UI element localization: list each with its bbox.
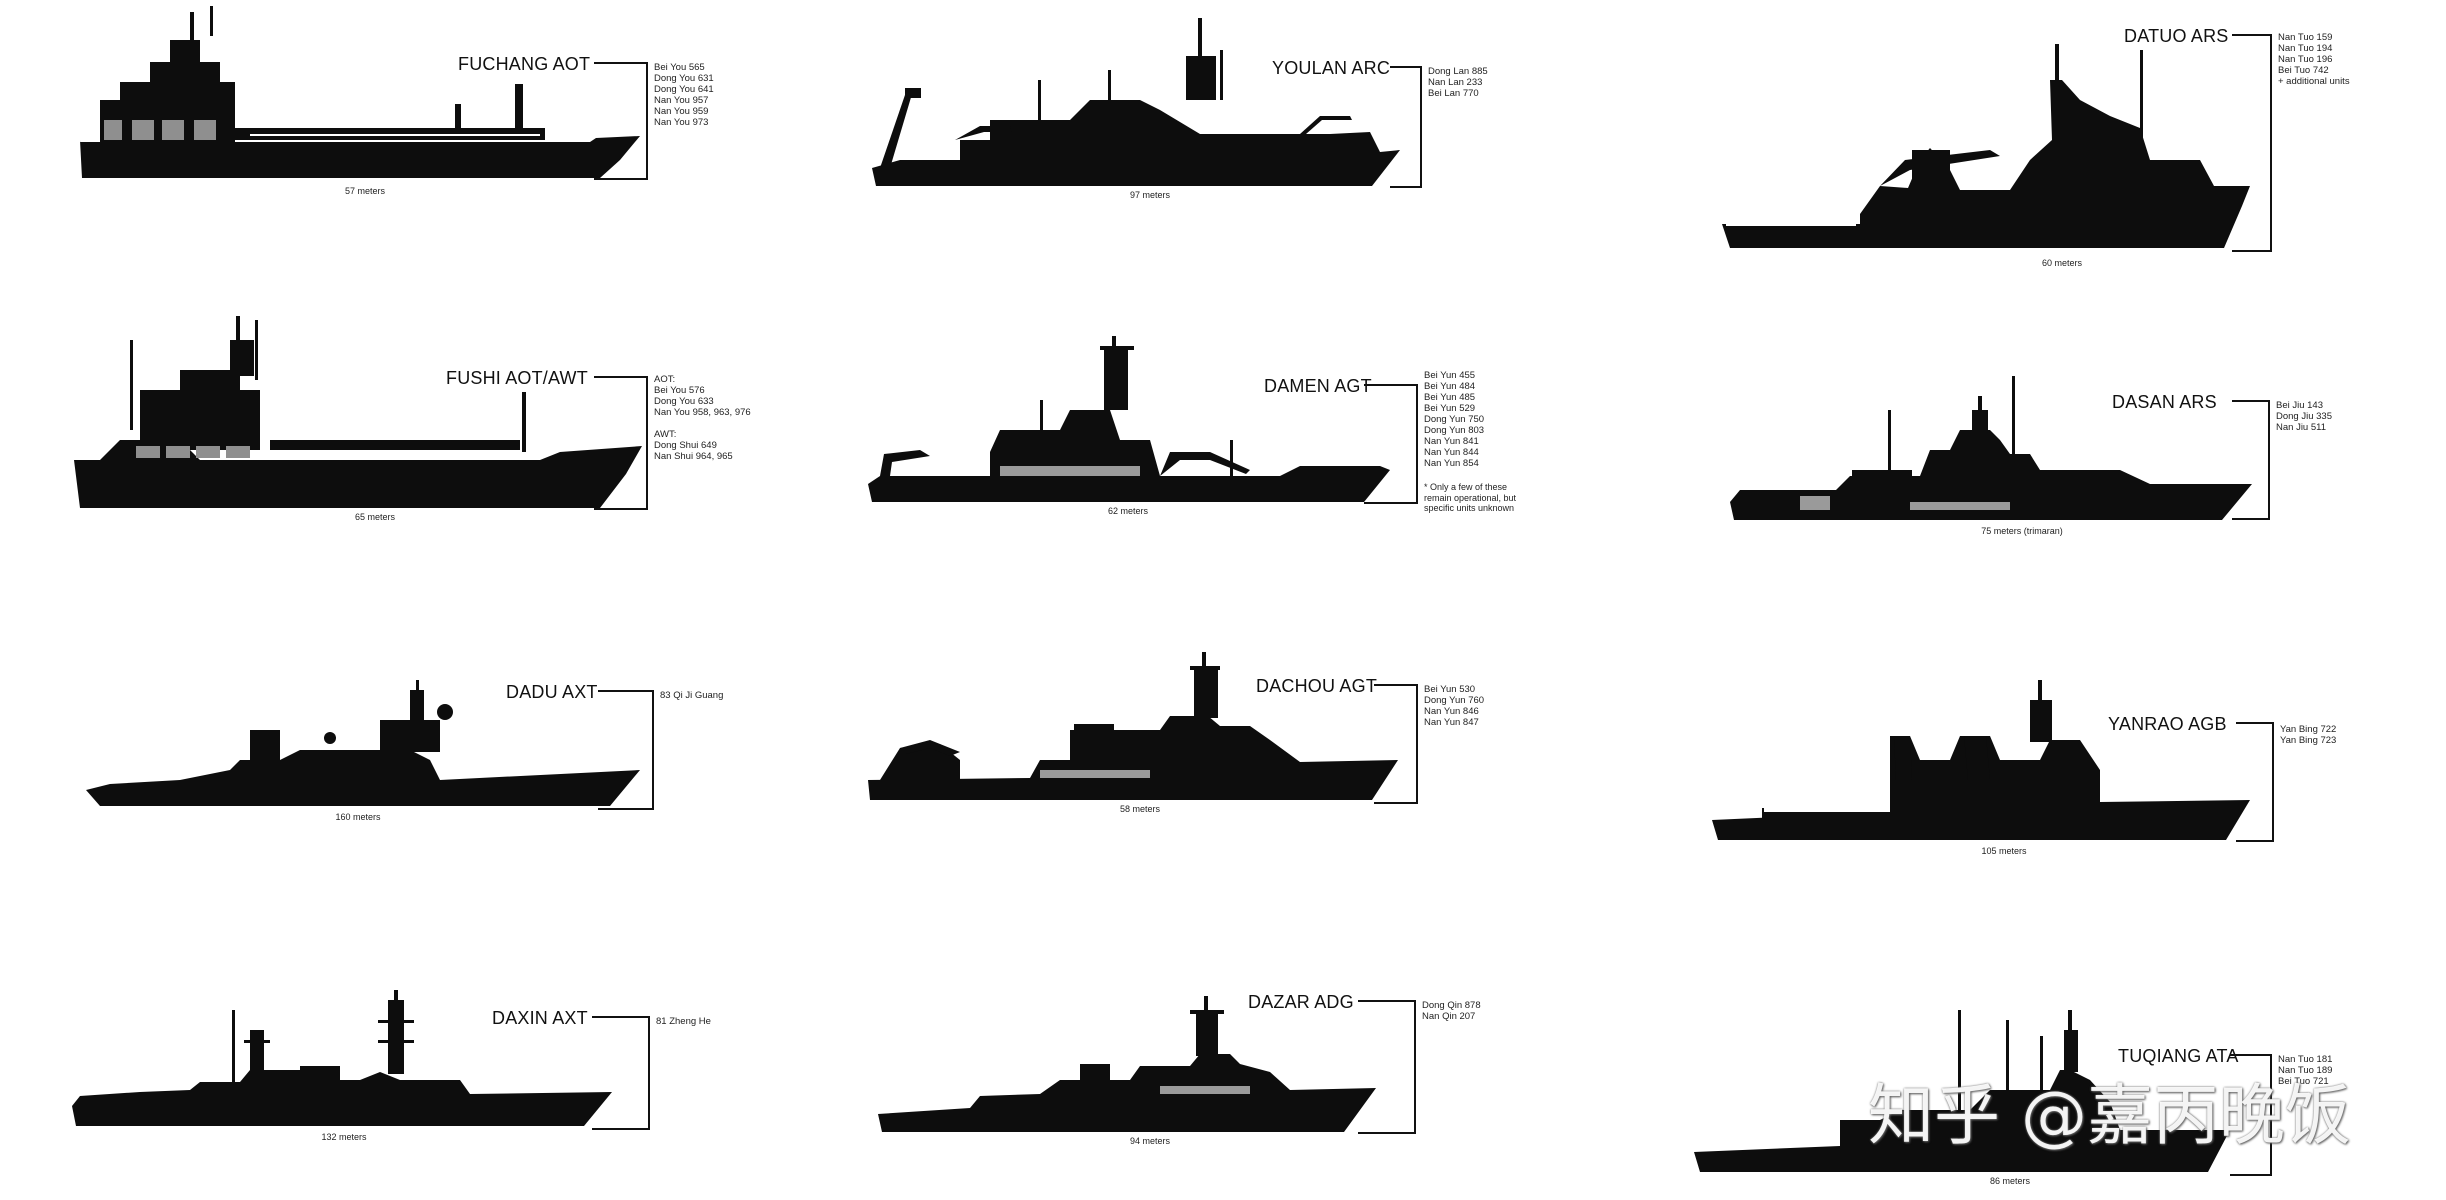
damen-silhouette: [868, 336, 1390, 502]
tuqiang-length: 86 meters: [1989, 1176, 2031, 1186]
dachou-bracket: [1374, 684, 1418, 804]
yanrao-name: YANRAO AGB: [2108, 714, 2227, 734]
damen-length: 62 meters: [1107, 506, 1149, 516]
dadu-name: DADU AXT: [506, 682, 598, 702]
daxin-length: 132 meters: [321, 1132, 367, 1142]
fuchang-name: FUCHANG AOT: [458, 54, 591, 74]
datuo-name: DATUO ARS: [2124, 26, 2229, 46]
daxin-silhouette: [72, 990, 612, 1126]
dazar-name: DAZAR ADG: [1248, 992, 1354, 1012]
fushi-name: FUSHI AOT/AWT: [446, 368, 588, 388]
dachou-length: 58 meters: [1119, 804, 1161, 814]
datuo-length: 60 meters: [2041, 258, 2083, 268]
youlan-silhouette: [872, 18, 1400, 186]
daxin-units: 81 Zheng He: [656, 1016, 711, 1027]
youlan-name: YOULAN ARC: [1272, 58, 1391, 78]
dadu-silhouette: [86, 680, 640, 806]
dazar-length: 94 meters: [1129, 1136, 1171, 1146]
dadu-bracket: [598, 690, 654, 810]
yanrao-silhouette: [1712, 680, 2250, 840]
dadu-length: 160 meters: [335, 812, 381, 822]
fushi-silhouette: [74, 316, 642, 508]
daxin-name: DAXIN AXT: [492, 1008, 588, 1028]
youlan-length: 97 meters: [1129, 190, 1171, 200]
dazar-silhouette: [878, 996, 1376, 1132]
watermark: 知乎 @嘉丙晚饭: [1868, 1077, 2351, 1154]
youlan-bracket: [1390, 66, 1422, 188]
dazar-bracket: [1358, 1000, 1416, 1134]
damen-note: * Only a few of these remain operational…: [1424, 482, 1517, 513]
yanrao-bracket: [2236, 722, 2274, 842]
fuchang-length: 57 meters: [344, 186, 386, 196]
fuchang-bracket: [594, 62, 648, 180]
damen-bracket: [1364, 384, 1418, 504]
datuo-silhouette: [1722, 44, 2250, 248]
datuo-bracket: [2232, 34, 2272, 252]
damen-name: DAMEN AGT: [1264, 376, 1372, 396]
daxin-bracket: [592, 1016, 650, 1130]
dadu-units: 83 Qi Ji Guang: [660, 690, 724, 701]
dachou-name: DACHOU AGT: [1256, 676, 1378, 696]
fushi-bracket: [594, 376, 648, 510]
dachou-silhouette: [868, 652, 1398, 800]
yanrao-length: 105 meters: [1981, 846, 2027, 856]
tuqiang-name: TUQIANG ATA: [2118, 1046, 2239, 1066]
dasan-name: DASAN ARS: [2112, 392, 2217, 412]
fuchang-silhouette: [80, 6, 640, 178]
dasan-length: 75 meters (trimaran): [1981, 526, 2063, 536]
fushi-length: 65 meters: [354, 512, 396, 522]
dasan-silhouette: [1730, 376, 2252, 520]
dasan-bracket: [2232, 400, 2270, 520]
tuqiang-bracket: [2230, 1054, 2272, 1176]
